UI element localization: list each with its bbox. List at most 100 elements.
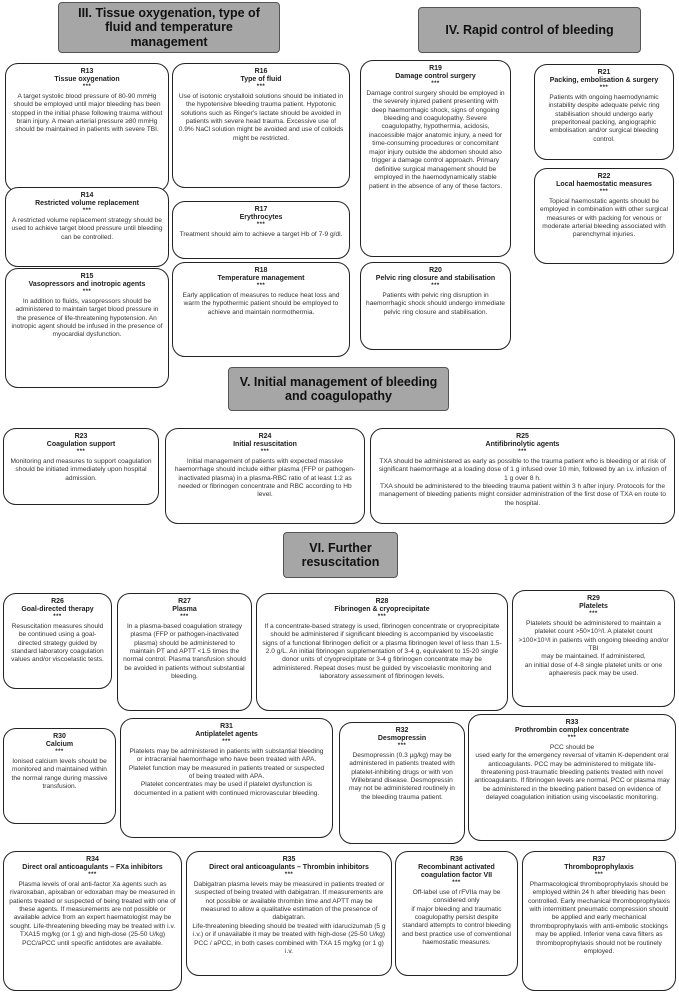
recommendation-text: Initial management of patients with expe… bbox=[174, 457, 356, 499]
recommendation-title: Packing, embolisation & surgery bbox=[549, 77, 659, 85]
grade-stars: *** bbox=[88, 872, 97, 879]
recommendation-code: R15 bbox=[80, 273, 94, 280]
recommendation-text: Ionised calcium levels should be monitor… bbox=[11, 757, 108, 790]
recommendation-text: Topical haemostatic agents should be emp… bbox=[540, 197, 668, 239]
recommendation-title: Platelets bbox=[579, 603, 608, 611]
recommendation-code: R28 bbox=[375, 598, 389, 605]
grade-stars: *** bbox=[256, 283, 266, 290]
recommendation-text: If a concentrate-based strategy is used,… bbox=[262, 622, 502, 681]
recommendation-code: R34 bbox=[86, 856, 99, 863]
recommendation-text: Off-label use of rFVIIa may be considere… bbox=[402, 888, 511, 947]
recommendation-title: Coagulation support bbox=[46, 441, 116, 449]
recommendation-title: Damage control surgery bbox=[395, 73, 476, 81]
recommendation-code: R37 bbox=[592, 856, 606, 863]
grade-stars: *** bbox=[260, 449, 270, 456]
grade-stars: *** bbox=[284, 872, 294, 879]
section-header-vi: VI. Further resuscitation bbox=[283, 532, 398, 578]
section-header-v: V. Initial management of bleeding and co… bbox=[228, 367, 449, 411]
recommendation-code: R25 bbox=[516, 433, 529, 440]
recommendation-text: Platelets should be administered to main… bbox=[518, 619, 669, 678]
recommendation-title: Antifibrinolytic agents bbox=[485, 441, 560, 449]
recommendation-code: R17 bbox=[254, 206, 268, 213]
recommendation-title: Restricted volume replacement bbox=[35, 200, 139, 208]
recommendation-text: Resuscitation measures should be continu… bbox=[11, 622, 104, 664]
recommendation-text: In addition to fluids, vasopressors shou… bbox=[11, 297, 163, 339]
recommendation-code: R27 bbox=[178, 598, 191, 605]
grade-stars: *** bbox=[256, 222, 266, 229]
recommendation-title: Pelvic ring closure and stabilisation bbox=[375, 275, 496, 283]
grade-stars: *** bbox=[397, 743, 407, 750]
grade-stars: *** bbox=[452, 880, 461, 887]
grade-stars: *** bbox=[599, 189, 609, 196]
recommendation-code: R30 bbox=[53, 733, 66, 740]
recommendation-code: R29 bbox=[587, 595, 600, 602]
recommendation-title: Antiplatelet agents bbox=[195, 731, 258, 739]
recommendation-code: R19 bbox=[429, 65, 442, 72]
recommendation-code: R14 bbox=[80, 192, 94, 199]
recommendation-title: Goal-directed therapy bbox=[21, 606, 94, 614]
recommendation-text: Early application of measures to reduce … bbox=[182, 291, 340, 316]
recommendation-text: Use of isotonic crystalloid solutions sh… bbox=[178, 92, 344, 142]
recommendation-text: Plasma levels of oral anti-factor Xa age… bbox=[9, 880, 176, 947]
grade-stars: *** bbox=[82, 208, 92, 215]
recommendation-code: R18 bbox=[254, 267, 268, 274]
recommendation-text: A restricted volume replacement strategy… bbox=[11, 216, 163, 241]
section-header-iv: IV. Rapid control of bleeding bbox=[418, 7, 641, 53]
recommendation-code: R35 bbox=[282, 856, 296, 863]
recommendation-text: PCC should be used early for the emergen… bbox=[474, 743, 670, 802]
grade-stars: *** bbox=[82, 289, 92, 296]
section-header-iii: III. Tissue oxygenation, type of fluid a… bbox=[58, 2, 280, 53]
grade-stars: *** bbox=[594, 872, 604, 879]
recommendation-code: R24 bbox=[258, 433, 272, 440]
recommendation-title: Fibrinogen & cryoprecipitate bbox=[334, 606, 430, 614]
grade-stars: *** bbox=[589, 611, 598, 618]
recommendation-code: R23 bbox=[74, 433, 88, 440]
recommendation-title: Calcium bbox=[45, 741, 74, 749]
grade-stars: *** bbox=[82, 84, 92, 91]
recommendation-title: Prothrombin complex concentrate bbox=[515, 727, 629, 735]
recommendation-text: A target systolic blood pressure of 80-9… bbox=[11, 92, 163, 134]
recommendation-code: R22 bbox=[597, 173, 611, 180]
grade-stars: *** bbox=[76, 449, 86, 456]
recommendation-title: Type of fluid bbox=[240, 76, 282, 84]
recommendation-text: In a plasma-based coagulation strategy p… bbox=[123, 622, 246, 681]
recommendation-title: Temperature management bbox=[217, 275, 305, 283]
recommendation-text: TXA should be administered as early as p… bbox=[378, 457, 667, 507]
grade-stars: *** bbox=[431, 81, 440, 88]
recommendation-text: Monitoring and measures to support coagu… bbox=[10, 457, 152, 482]
recommendation-text: Patients with ongoing haemodynamic insta… bbox=[548, 93, 660, 143]
recommendation-code: R31 bbox=[220, 723, 233, 730]
grade-stars: *** bbox=[518, 449, 527, 456]
recommendation-code: R33 bbox=[565, 719, 579, 726]
recommendation-title: Local haemostatic measures bbox=[556, 181, 652, 189]
grade-stars: *** bbox=[377, 614, 387, 621]
recommendation-title: Recombinant activated coagulation factor… bbox=[418, 864, 495, 880]
grade-stars: *** bbox=[55, 749, 64, 756]
recommendation-text: Platelets may be administered in patient… bbox=[128, 747, 325, 797]
grade-stars: *** bbox=[180, 614, 189, 621]
recommendation-title: Thromboprophylaxis bbox=[564, 864, 634, 872]
recommendation-text: Damage control surgery should be employe… bbox=[366, 89, 505, 190]
recommendation-text: Pharmacological thromboprophylaxis shoul… bbox=[528, 880, 670, 956]
recommendation-title: Desmopressin bbox=[377, 735, 427, 743]
recommendation-code: R16 bbox=[254, 68, 268, 75]
